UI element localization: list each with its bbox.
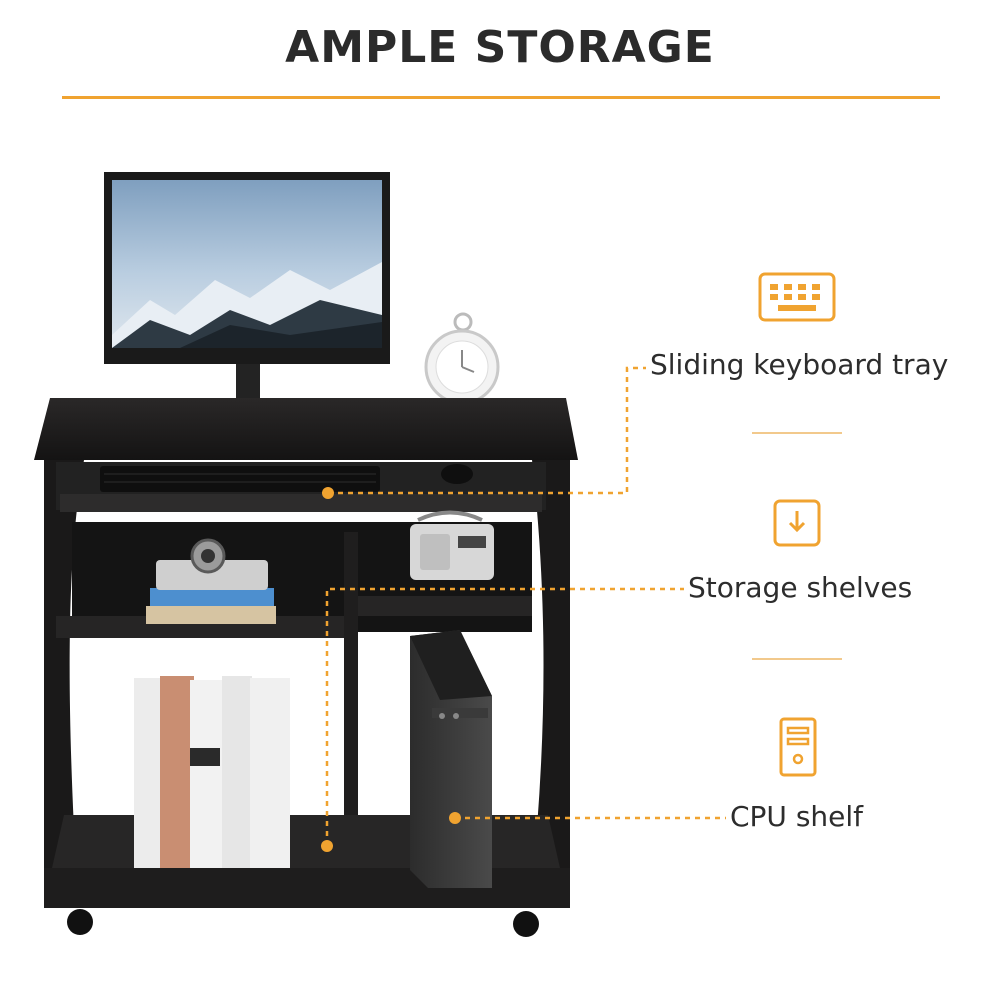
callout-dot: [322, 487, 334, 499]
pc-tower: [410, 630, 492, 888]
feature-divider: [752, 658, 842, 660]
monitor: [104, 172, 390, 422]
tray-download-icon: [773, 499, 821, 547]
callout-dot: [321, 840, 333, 852]
title-underline: [62, 96, 940, 99]
callout-dot: [449, 812, 461, 824]
computer-tower-icon: [779, 717, 817, 777]
feature-label-storage-shelves: Storage shelves: [688, 571, 913, 604]
camera: [146, 538, 276, 624]
radio-speaker: [410, 510, 494, 580]
keyboard-icon: [758, 272, 836, 322]
callout-line-keyboard-tray: [328, 366, 646, 495]
feature-divider: [752, 432, 842, 434]
feature-label-keyboard-tray: Sliding keyboard tray: [650, 348, 949, 381]
callout-line-storage-shelves: [325, 587, 684, 846]
book-row: [134, 676, 290, 868]
feature-label-cpu-shelf: CPU shelf: [730, 800, 864, 833]
page-title: AMPLE STORAGE: [285, 22, 715, 73]
alarm-clock: [424, 312, 500, 405]
computer-desk: [34, 398, 578, 937]
